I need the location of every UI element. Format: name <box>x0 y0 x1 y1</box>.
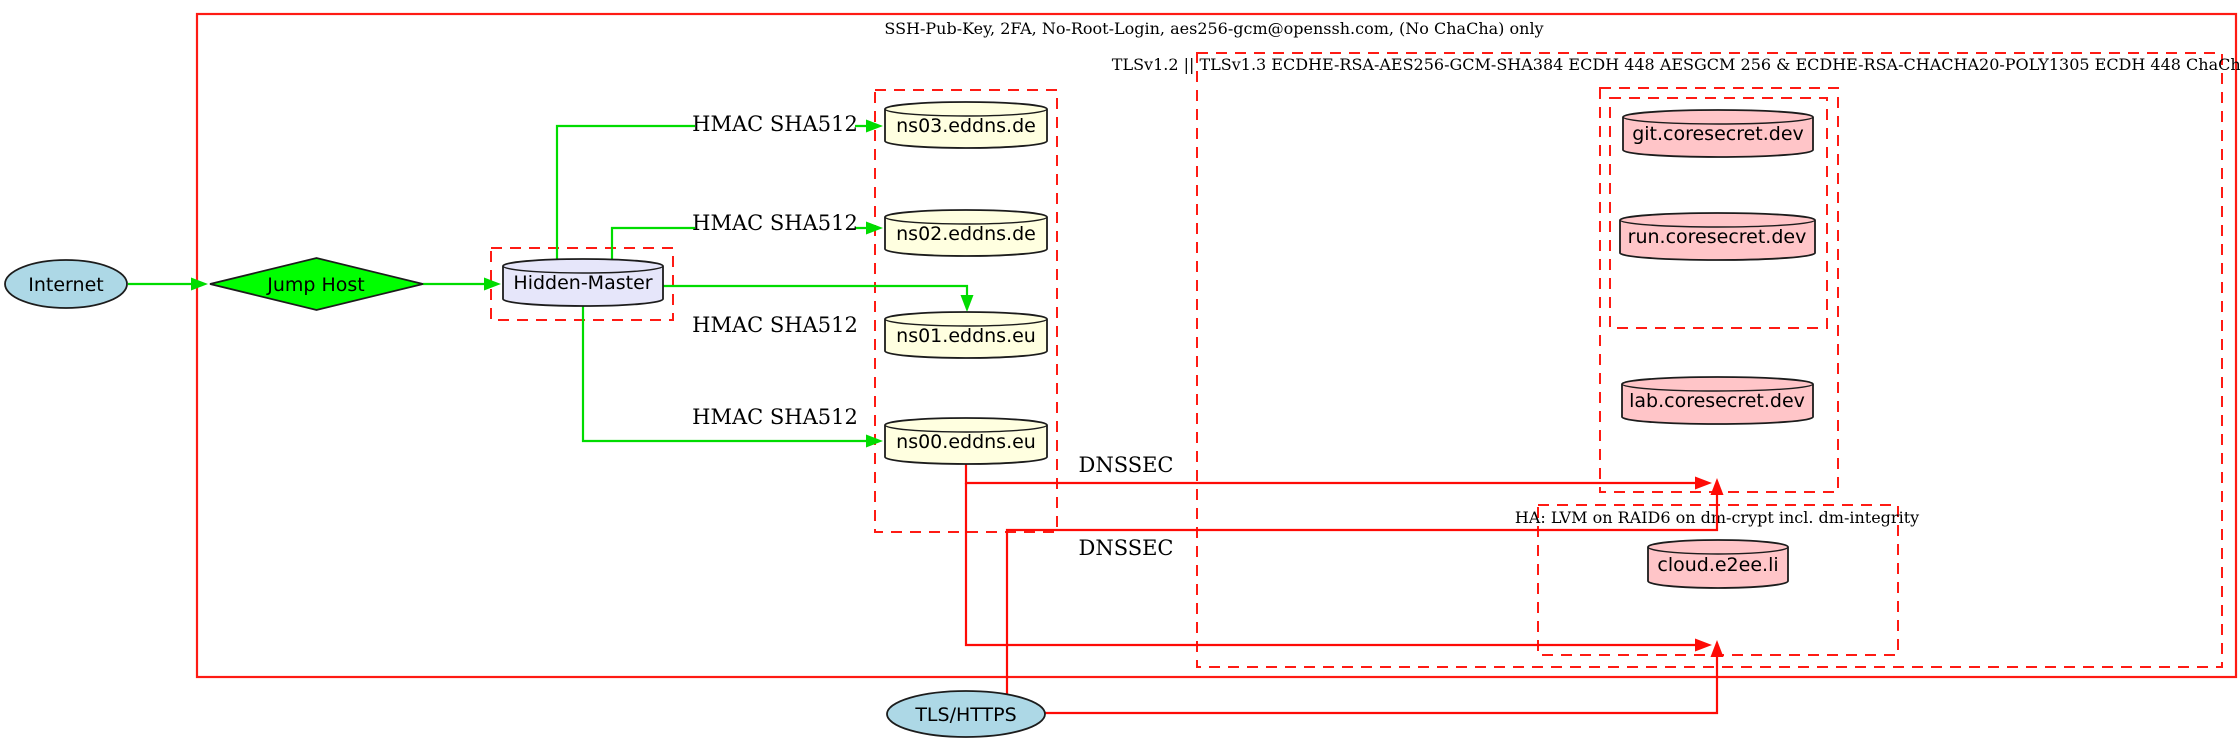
arrowhead <box>866 119 883 133</box>
edge-dnssec-to-ha <box>964 483 1712 652</box>
node-lab: lab.coresecret.dev <box>1621 376 1814 425</box>
arrowhead <box>191 277 208 291</box>
node-hidden-master-label: Hidden-Master <box>513 272 652 294</box>
cluster-tls-label: TLSv1.2 || TLSv1.3 ECDHE-RSA-AES256-GCM-… <box>1112 55 2240 74</box>
node-ns03: ns03.eddns.de <box>884 101 1048 149</box>
node-ns02: ns02.eddns.de <box>884 209 1048 257</box>
arrowhead <box>1695 476 1712 490</box>
edge-label-dnssec-coresecret: DNSSEC <box>1078 453 1174 477</box>
svg-text:HMAC SHA512: HMAC SHA512 <box>692 313 858 337</box>
edge-label-hmac-ns00: HMAC SHA512 <box>692 405 858 429</box>
cluster-eddns-box <box>874 89 1058 533</box>
node-jump-host-label: Jump Host <box>266 274 365 296</box>
edge-jumphost-to-hiddenmaster <box>423 277 501 291</box>
node-git-label: git.coresecret.dev <box>1632 123 1804 145</box>
edge-internet-to-jumphost <box>128 277 208 291</box>
node-hidden-master: Hidden-Master <box>502 258 664 307</box>
node-git: git.coresecret.dev <box>1622 109 1814 158</box>
node-cloud: cloud.e2ee.li <box>1647 539 1789 589</box>
edge-tls-to-ha <box>1045 640 1724 715</box>
cluster-tls-box <box>1196 52 2223 668</box>
node-ns00-label: ns00.eddns.eu <box>896 431 1036 453</box>
arrowhead <box>484 277 501 291</box>
node-tls-https: TLS/HTTPS <box>886 690 1046 738</box>
arrowhead <box>960 295 974 312</box>
arrowhead <box>1710 478 1724 495</box>
node-ns01-label: ns01.eddns.eu <box>896 325 1036 347</box>
edge-label-hmac-ns02: HMAC SHA512 <box>692 211 858 235</box>
edge-hiddenmaster-to-ns01 <box>663 284 974 312</box>
edge-label-hmac-ns03: HMAC SHA512 <box>692 112 858 136</box>
edge-label-dnssec-ha: DNSSEC <box>1078 536 1174 560</box>
cluster-coresecret-inner-box <box>1609 97 1828 329</box>
node-cloud-label: cloud.e2ee.li <box>1657 554 1778 576</box>
cluster-ssh-box <box>195 12 2238 679</box>
edge-label-hmac-ns01: HMAC SHA512 <box>692 313 858 337</box>
node-ns00: ns00.eddns.eu <box>884 417 1048 465</box>
arrowhead <box>1695 638 1712 652</box>
node-internet-label: Internet <box>28 274 103 296</box>
node-lab-label: lab.coresecret.dev <box>1629 390 1805 412</box>
node-ns01: ns01.eddns.eu <box>884 311 1048 359</box>
edge-tls-to-coresecret <box>1005 478 1724 696</box>
svg-text:DNSSEC: DNSSEC <box>1078 536 1173 560</box>
node-ns02-label: ns02.eddns.de <box>896 223 1036 245</box>
node-jump-host: Jump Host <box>209 257 424 311</box>
node-ns03-label: ns03.eddns.de <box>896 115 1036 137</box>
edge-hiddenmaster-to-ns03 <box>555 119 883 262</box>
svg-text:HMAC SHA512: HMAC SHA512 <box>692 405 858 429</box>
node-internet: Internet <box>4 259 128 309</box>
node-run: run.coresecret.dev <box>1619 212 1816 261</box>
node-tls-https-label: TLS/HTTPS <box>914 704 1016 726</box>
node-run-label: run.coresecret.dev <box>1628 226 1807 248</box>
arrowhead <box>1710 640 1724 657</box>
arrowhead <box>866 434 883 448</box>
arrowhead <box>866 221 883 235</box>
svg-text:HMAC SHA512: HMAC SHA512 <box>692 112 858 136</box>
cluster-ssh-label: SSH-Pub-Key, 2FA, No-Root-Login, aes256-… <box>884 19 1543 38</box>
svg-text:DNSSEC: DNSSEC <box>1078 453 1173 477</box>
svg-text:HMAC SHA512: HMAC SHA512 <box>692 211 858 235</box>
edge-hiddenmaster-to-ns00 <box>581 303 883 448</box>
